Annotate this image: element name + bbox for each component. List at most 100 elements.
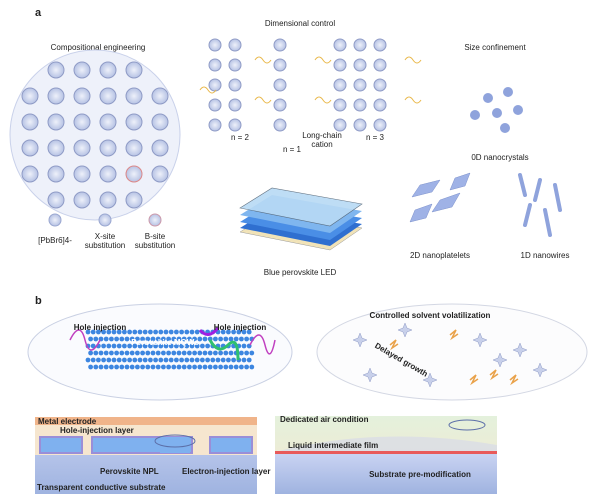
mqw-dot [129, 364, 135, 370]
mqw-dot [174, 329, 179, 335]
mqw-dot [122, 329, 127, 335]
octahedron [47, 61, 65, 79]
mqw-dot [228, 364, 234, 370]
octahedron [73, 165, 91, 183]
mqw-dot [202, 364, 208, 370]
mqw-dot [101, 357, 106, 363]
mqw-dot [231, 329, 237, 335]
mqw-dot [241, 357, 247, 363]
octahedron [208, 98, 222, 112]
mqw-dot [90, 357, 96, 363]
film-stack [275, 416, 497, 494]
mqw-dot [109, 350, 114, 356]
cation-icon [199, 86, 217, 94]
mqw-dot [127, 343, 132, 349]
mqw-dot [220, 357, 226, 363]
mqw-dot [106, 357, 112, 363]
2d-label: 2D nanoplatelets [410, 251, 470, 260]
mqw-dot [137, 329, 143, 335]
mqw-dot [98, 364, 104, 370]
hole-carrier-icon [198, 327, 220, 336]
ligand-icon [489, 369, 499, 381]
octahedron [353, 58, 367, 72]
mqw-dot [187, 364, 192, 370]
octahedron [21, 139, 39, 157]
mqw-dot [228, 336, 234, 342]
mqw-dot [176, 350, 182, 356]
mqw-dot [184, 329, 190, 335]
mqw-dot [101, 329, 106, 335]
mqw-dot [205, 357, 211, 363]
mqw-dot [194, 357, 200, 363]
mqw-dot [122, 343, 127, 349]
led-stack [239, 187, 363, 251]
mqw-dot [179, 329, 185, 335]
mqw-dot [148, 357, 153, 363]
n2-label: n = 2 [231, 133, 250, 142]
mqw-dot [171, 336, 177, 342]
mqw-dot [231, 357, 237, 363]
mqw-dot [176, 336, 182, 342]
mqw-dot [116, 357, 122, 363]
mqw-dot [187, 350, 192, 356]
mqw-dot [168, 329, 174, 335]
mqw-dot [249, 364, 255, 370]
octahedron [273, 98, 287, 112]
octahedron [273, 58, 287, 72]
octahedron [125, 139, 143, 157]
octahedron [228, 98, 242, 112]
mqw-dot [114, 364, 119, 370]
octahedron [352, 332, 368, 348]
mqw-dot [114, 336, 119, 342]
mqw-dot [194, 343, 200, 349]
mqw-dot [155, 350, 161, 356]
octahedron [208, 38, 222, 52]
x-site-label: X-site [95, 232, 116, 241]
mqw-dot [109, 336, 114, 342]
octahedron [73, 139, 91, 157]
cation-icon [314, 96, 332, 104]
mqw-dot [119, 350, 125, 356]
eil-label: Electron-injection layer [182, 467, 270, 476]
octahedron [47, 87, 65, 105]
metal-electrode-label: Metal electrode [38, 417, 97, 426]
mqw-dot [197, 350, 203, 356]
mqw-dot [244, 336, 250, 342]
ligand-icon [449, 329, 459, 341]
mqw-dot [207, 364, 213, 370]
0d-label: 0D nanocrystals [471, 153, 528, 162]
mqw-dot [158, 357, 164, 363]
mqw-dot [168, 343, 174, 349]
octahedron [21, 113, 39, 131]
mqw-dot [93, 350, 99, 356]
mqw-dot [155, 364, 161, 370]
mqw-dot [181, 350, 187, 356]
mqw-dot [233, 336, 239, 342]
led-label: Blue perovskite LED [264, 268, 337, 277]
cation-icon [314, 56, 332, 64]
mqw-dot [205, 343, 211, 349]
mqw-dot [192, 364, 198, 370]
mqw-dot [106, 343, 112, 349]
octahedron [125, 165, 143, 183]
mqw-dot [111, 329, 117, 335]
liquid-film-label: Liquid intermediate film [288, 441, 378, 450]
right-ellipse [316, 303, 588, 401]
mqw-dot [98, 350, 104, 356]
mqw-dot [223, 336, 229, 342]
mqw-dot [228, 350, 234, 356]
octahedron [151, 139, 169, 157]
mqw-dot [135, 350, 140, 356]
octahedron [273, 118, 287, 132]
octahedron [422, 372, 438, 388]
octahedron [353, 98, 367, 112]
mqw-dot [148, 329, 153, 335]
mqw-dot [244, 350, 250, 356]
octahedron [373, 98, 387, 112]
octahedron [397, 322, 413, 338]
mqw-dot [249, 350, 255, 356]
octahedron [208, 118, 222, 132]
octahedron [47, 139, 65, 157]
mqw-label: Perovskite MQWs [131, 338, 199, 347]
octahedron [333, 58, 347, 72]
